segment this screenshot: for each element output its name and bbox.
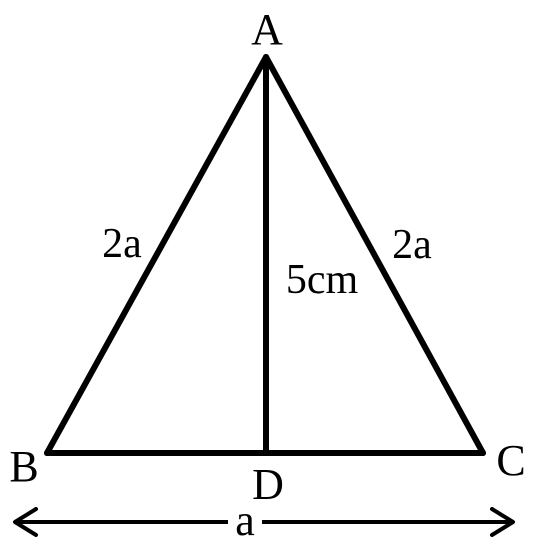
side-ab — [44, 54, 269, 456]
vertex-label-b: B — [9, 442, 38, 491]
base-bc-label: a — [235, 496, 255, 545]
arrowhead-right-icon — [490, 507, 515, 537]
side-ac-label: 2a — [392, 222, 432, 268]
side-ab-label: 2a — [102, 221, 142, 267]
vertex-label-d: D — [252, 460, 284, 509]
vertex-label-c: C — [496, 436, 525, 485]
side-ac — [263, 54, 486, 456]
altitude-ad-label: 5cm — [286, 257, 359, 303]
arrowhead-left-icon — [13, 507, 38, 537]
vertex-label-a: A — [251, 5, 283, 54]
